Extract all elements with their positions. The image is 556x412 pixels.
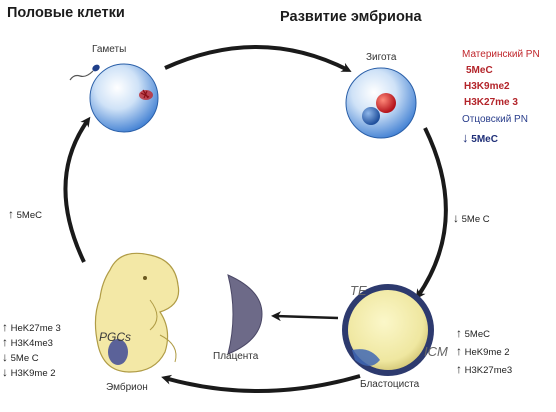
embryo-mark-3-label: 5Me C xyxy=(10,353,39,364)
label-gametes: Гаметы xyxy=(92,44,127,55)
label-icm: ICM xyxy=(424,344,448,359)
arrow-zygote-to-blastocyst xyxy=(415,127,448,300)
zygote-cell xyxy=(345,67,417,139)
blastocyst-mark-2-label: HeK9me 2 xyxy=(464,347,510,358)
heading-germ-cells: Половые клетки xyxy=(7,5,125,21)
arrow-up-icon: ↑ xyxy=(456,344,462,358)
left-side-mark-label: 5MeC xyxy=(16,210,42,221)
label-embryo: Эмбрион xyxy=(106,382,148,393)
label-blastocyst: Бластоциста xyxy=(360,379,420,390)
arrow-embryo-to-gametes xyxy=(63,116,91,263)
embryo-mark-3: ↓ 5Me C xyxy=(2,351,39,364)
right-side-mark-label: 5Me C xyxy=(461,214,490,225)
arrow-up-icon: ↑ xyxy=(456,362,462,376)
paternal-pn-title: Отцовский PN xyxy=(462,114,528,125)
arrow-down-icon: ↓ xyxy=(462,130,469,145)
arrow-up-icon: ↑ xyxy=(2,335,8,349)
blastocyst-mark-3: ↑ H3K27me3 xyxy=(456,363,512,376)
maternal-mark-3: H3K27me 3 xyxy=(464,97,518,108)
label-placenta: Плацента xyxy=(213,351,259,362)
arrow-down-icon: ↓ xyxy=(2,365,8,379)
arrow-up-icon: ↑ xyxy=(8,207,14,221)
sperm-icon xyxy=(69,64,100,81)
embryo-figure xyxy=(94,252,180,373)
left-side-mark: ↑ 5MeC xyxy=(8,208,42,221)
arrow-up-icon: ↑ xyxy=(2,320,8,334)
arrow-down-icon: ↓ xyxy=(2,350,8,364)
blastocyst-cell xyxy=(342,284,434,376)
label-pgcs: PGCs xyxy=(99,330,132,344)
gamete-cell xyxy=(89,63,159,133)
paternal-mark: ↓ 5MeC xyxy=(462,131,498,145)
maternal-mark-1: 5MeC xyxy=(466,65,493,76)
embryo-mark-2-label: H3K4me3 xyxy=(10,338,53,349)
arrow-down-icon: ↓ xyxy=(453,211,459,225)
embryo-mark-1-label: HeK27me 3 xyxy=(10,323,61,334)
placenta-shape xyxy=(227,274,263,355)
label-zygote: Зигота xyxy=(366,52,397,63)
blastocyst-mark-1-label: 5MeC xyxy=(464,329,490,340)
right-side-mark: ↓ 5Me C xyxy=(453,212,490,225)
maternal-pn-title: Материнский PN xyxy=(462,49,540,60)
blastocyst-mark-3-label: H3K27me3 xyxy=(464,365,513,376)
embryo-mark-2: ↑ H3K4me3 xyxy=(2,336,53,349)
arrow-blastocyst-to-embryo xyxy=(161,374,361,394)
embryo-mark-4-label: H3K9me 2 xyxy=(10,368,56,379)
embryo-mark-4: ↓ H3K9me 2 xyxy=(2,366,56,379)
blastocyst-mark-2: ↑ HeK9me 2 xyxy=(456,345,510,358)
heading-embryo-development: Развитие эмбриона xyxy=(280,9,422,25)
maternal-mark-2: H3K9me2 xyxy=(464,81,510,92)
embryo-mark-1: ↑ HeK27me 3 xyxy=(2,321,61,334)
arrow-up-icon: ↑ xyxy=(456,326,462,340)
arrow-gametes-to-zygote xyxy=(164,45,352,72)
paternal-mark-label: 5MeC xyxy=(471,134,498,145)
arrow-blastocyst-to-placenta xyxy=(271,311,339,322)
blastocyst-mark-1: ↑ 5MeC xyxy=(456,327,490,340)
label-te: TE xyxy=(350,283,367,298)
